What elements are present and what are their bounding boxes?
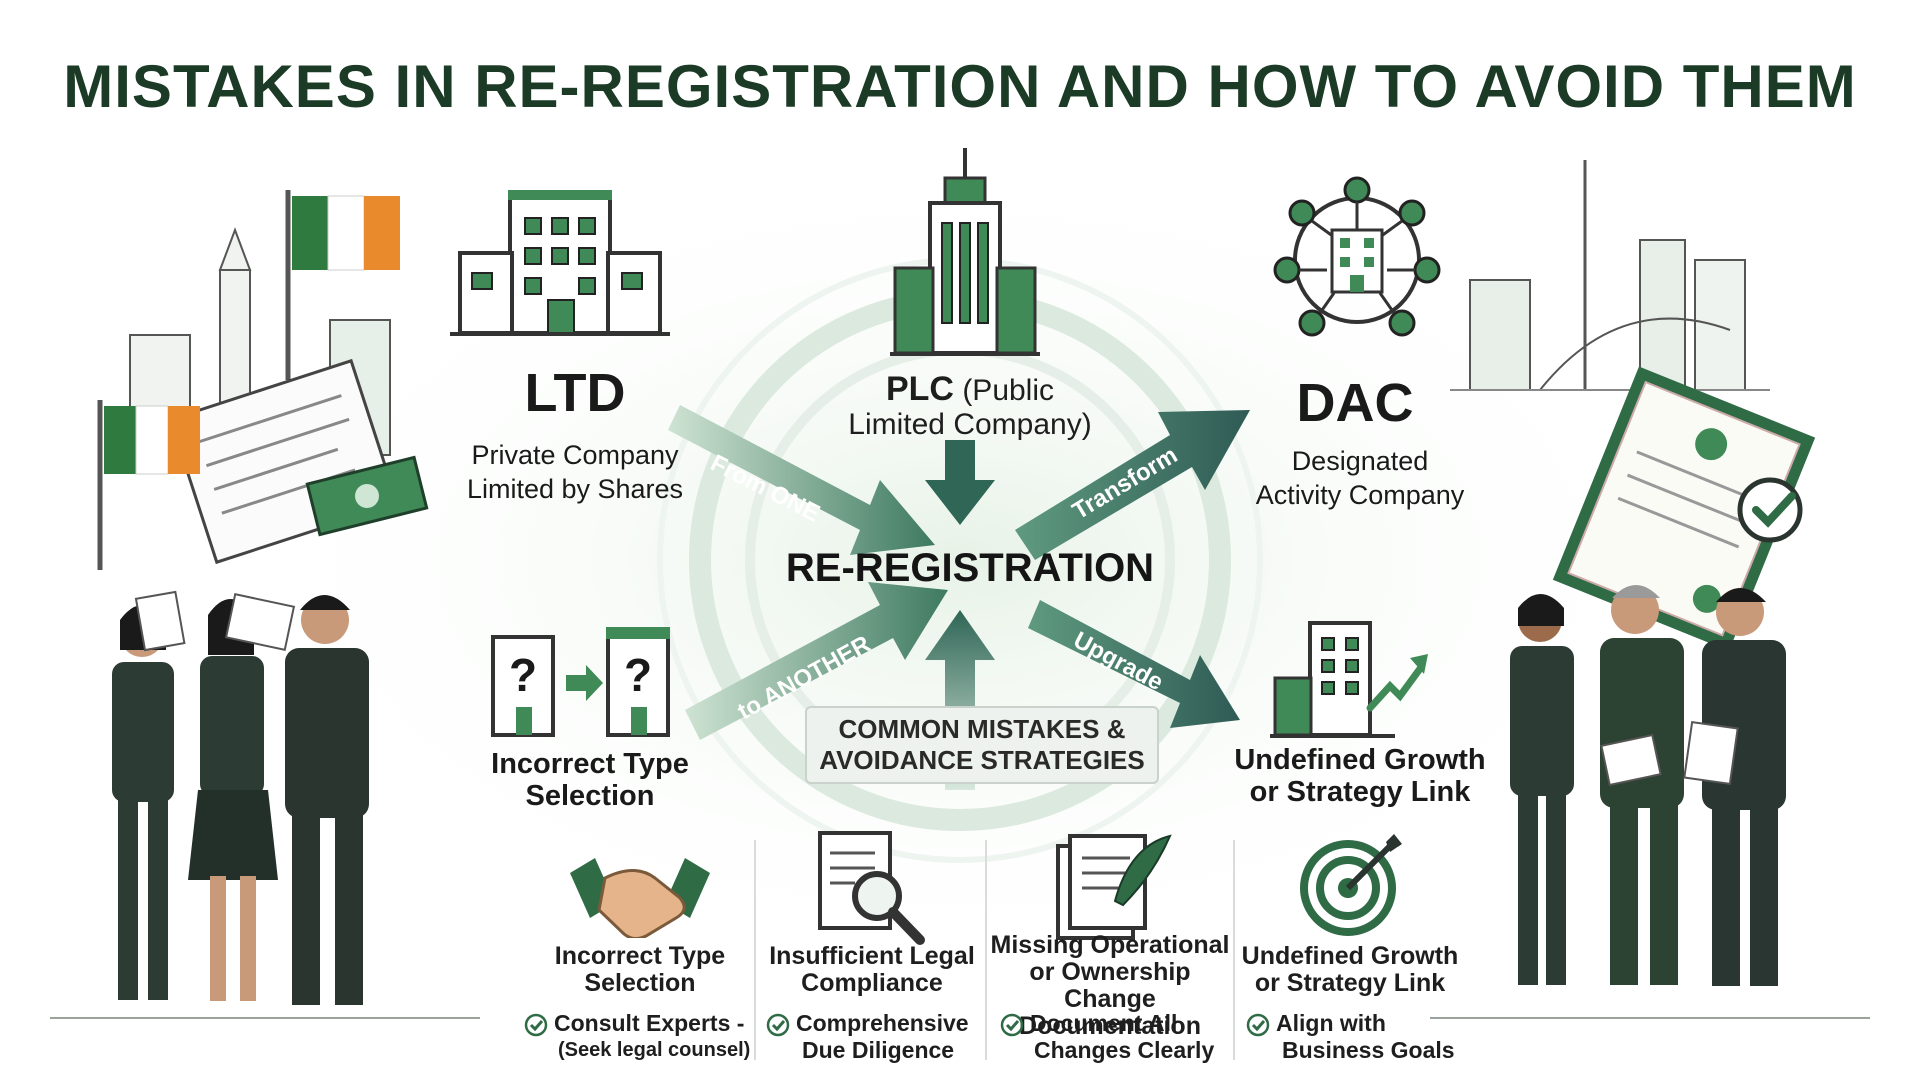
column-3-tip: Document All Changes Clearly (1000, 1010, 1230, 1063)
mistakes-box-line-1: COMMON MISTAKES & (838, 714, 1126, 744)
growth-label: Undefined Growth or Strategy Link (1210, 744, 1510, 808)
dac-desc-line-2: Activity Company (1255, 480, 1465, 510)
ltd-building-icon (450, 190, 670, 336)
plc-desc-line-2: Limited Company) (848, 408, 1092, 441)
growth-line-1: Undefined Growth (1234, 744, 1486, 776)
column-1-title-line-1: Incorrect Type (554, 942, 726, 970)
document-quill-icon (1056, 834, 1172, 940)
ltd-desc-line-1: Private Company (471, 440, 679, 470)
column-1-tip-line-1: Consult Experts - (554, 1010, 745, 1036)
left-scene-illustration (97, 190, 429, 1005)
incorrect-type-icon: ? ? (491, 627, 670, 737)
check-circle-icon (1246, 1013, 1270, 1037)
column-3-tip-line-1: Document All (1030, 1010, 1178, 1036)
column-3-tip-line-2: Changes Clearly (1034, 1036, 1215, 1063)
arrow-plc-down (925, 440, 995, 525)
common-mistakes-box: COMMON MISTAKES & AVOIDANCE STRATEGIES (805, 706, 1159, 784)
column-4-tip: Align with Business Goals (1246, 1010, 1466, 1063)
ltd-description: Private Company Limited by Shares (410, 438, 740, 506)
dac-label: DAC (1296, 373, 1414, 433)
page-title: MISTAKES IN RE-REGISTRATION AND HOW TO A… (63, 53, 1857, 120)
right-scene-illustration (1450, 160, 1816, 986)
growth-building-icon (1270, 621, 1428, 738)
handshake-icon (570, 858, 710, 938)
column-2-tip: Comprehensive Due Diligence (766, 1010, 986, 1063)
column-2-tip-line-1: Comprehensive (796, 1010, 969, 1036)
column-divider (1233, 840, 1235, 1060)
check-circle-icon (1000, 1013, 1024, 1037)
plc-desc-inline: (Public (962, 374, 1055, 407)
column-1-tip-sub: (Seek legal counsel) (558, 1038, 751, 1061)
mistakes-box-line-2: AVOIDANCE STRATEGIES (819, 745, 1145, 775)
column-3-title: Missing Operational or Ownership Change … (990, 932, 1230, 1040)
plc-label: PLC (Public Limited Company) (830, 372, 1110, 442)
arrow-up-center (925, 610, 995, 790)
arrow-upgrade (1028, 600, 1240, 728)
check-circle-icon (524, 1013, 548, 1037)
column-3-title-line-2: or Ownership Change (1029, 958, 1191, 1013)
document-magnifier-icon (818, 831, 925, 945)
column-4-title: Undefined Growth or Strategy Link (1240, 943, 1460, 997)
column-1-title-line-2: Selection (584, 969, 696, 997)
dac-desc-line-1: Designated (1291, 446, 1429, 476)
column-divider (754, 840, 756, 1060)
center-label: RE-REGISTRATION (785, 546, 1155, 590)
dac-network-icon (1273, 176, 1441, 337)
svg-text:?: ? (624, 649, 652, 701)
incorrect-type-line-1: Incorrect Type (491, 748, 689, 780)
column-2-title: Insufficient Legal Compliance (762, 943, 982, 997)
column-3-title-line-1: Missing Operational (990, 931, 1230, 959)
arrow-transform (1015, 410, 1250, 560)
plc-abbr: PLC (885, 370, 954, 408)
ltd-desc-line-2: Limited by Shares (466, 474, 684, 504)
growth-line-2: or Strategy Link (1249, 776, 1471, 808)
column-2-title-line-2: Compliance (801, 969, 943, 997)
column-4-title-line-2: or Strategy Link (1254, 969, 1446, 997)
column-2-tip-line-2: Due Diligence (802, 1036, 955, 1063)
dac-description: Designated Activity Company (1210, 444, 1510, 512)
column-3-title-line-3: Documentation (1019, 1012, 1201, 1040)
ltd-label: LTD (524, 363, 626, 423)
incorrect-type-label: Incorrect Type Selection (450, 748, 730, 812)
plc-tower-icon (890, 148, 1040, 356)
column-2-title-line-1: Insufficient Legal (769, 942, 975, 970)
column-4-tip-line-1: Align with (1276, 1010, 1386, 1036)
column-1-tip: Consult Experts - (Seek legal counsel) (524, 1010, 754, 1063)
column-divider (985, 840, 987, 1060)
column-1-title: Incorrect Type Selection (530, 943, 750, 997)
arrow-from-one (668, 405, 935, 555)
target-icon (1300, 834, 1402, 936)
column-4-title-line-1: Undefined Growth (1241, 942, 1459, 970)
svg-text:?: ? (509, 649, 537, 701)
column-4-tip-line-2: Business Goals (1282, 1036, 1455, 1063)
check-circle-icon (766, 1013, 790, 1037)
arrow-to-another (685, 582, 948, 740)
incorrect-type-line-2: Selection (525, 780, 655, 812)
